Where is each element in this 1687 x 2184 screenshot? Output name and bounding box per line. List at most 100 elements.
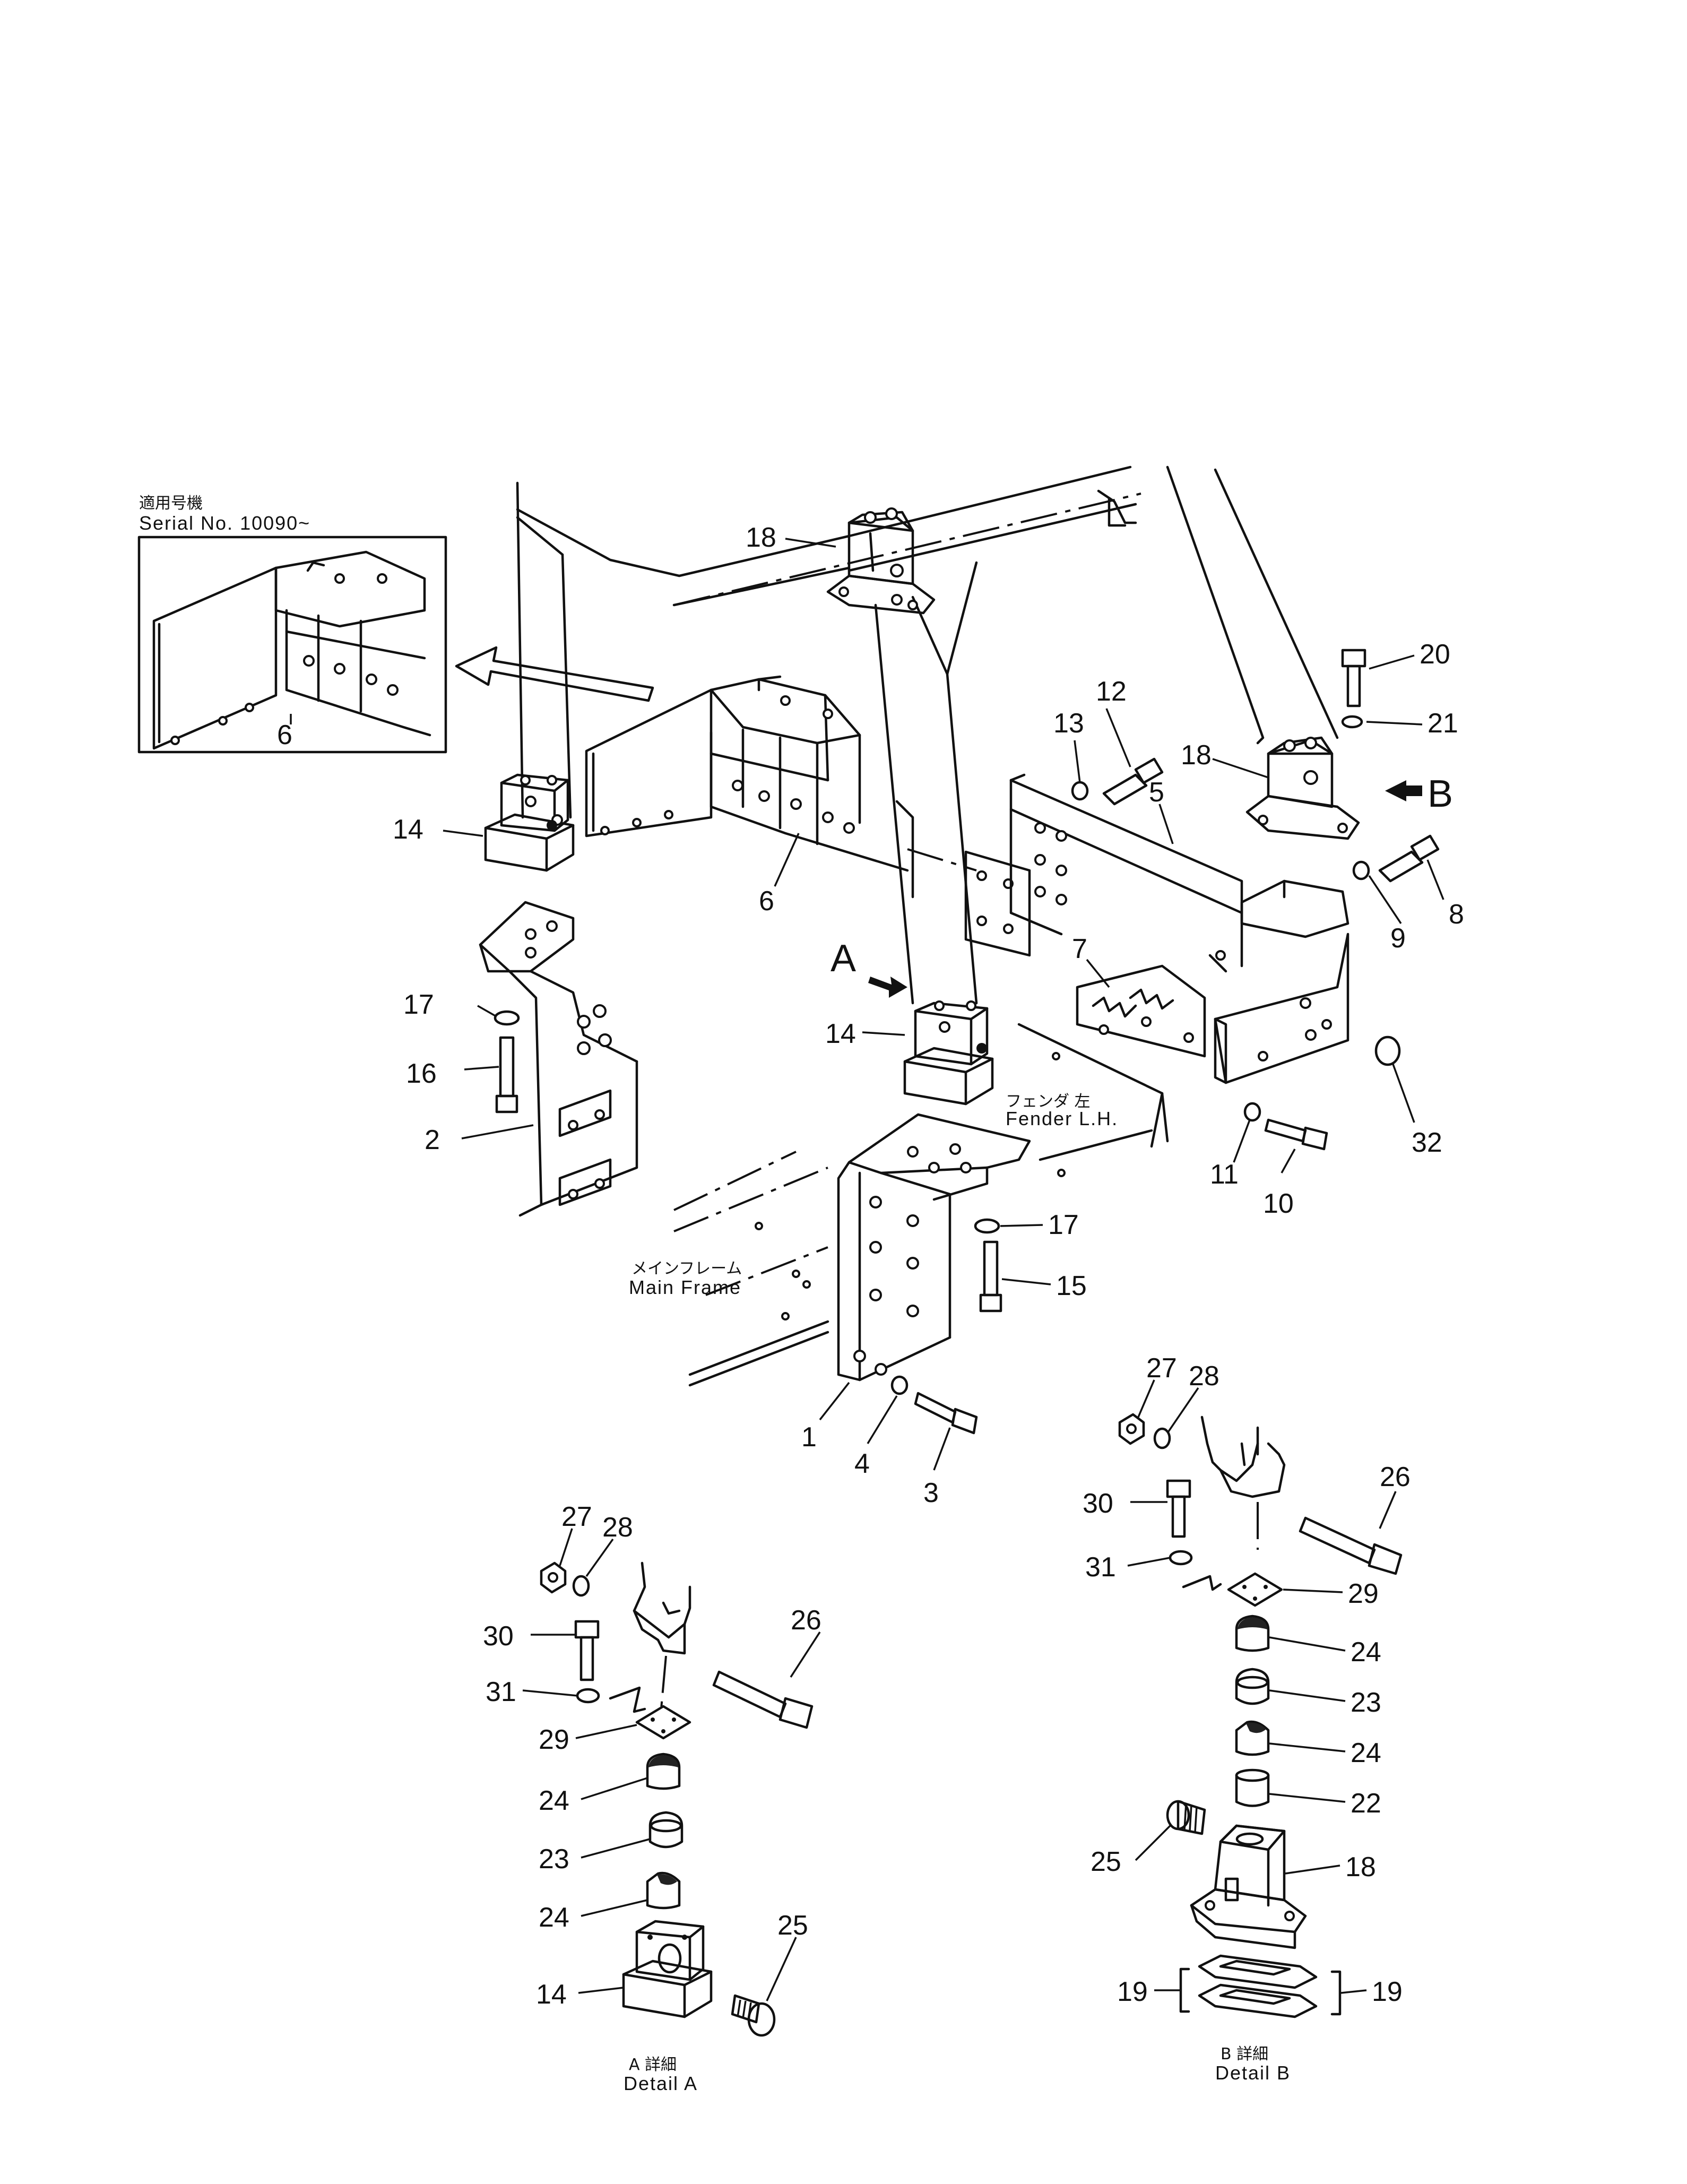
callout: 31	[1085, 1552, 1116, 1583]
callout: 10	[1263, 1188, 1294, 1219]
callout: 18	[1345, 1852, 1376, 1883]
main-frame-rails	[673, 1151, 829, 1387]
centre-mount-14	[903, 1000, 994, 1106]
callout: 16	[406, 1058, 437, 1089]
cushion-23-b	[1235, 1668, 1270, 1705]
callout: 7	[1072, 934, 1087, 964]
callout: 30	[1083, 1488, 1113, 1519]
callout: 28	[602, 1512, 633, 1543]
callout: 26	[791, 1605, 821, 1636]
callout: 14	[536, 1979, 567, 2010]
callouts-main: 18 20 21 12 13 18 5 8 9 14 6 7 17 16 2 1…	[393, 522, 1464, 1508]
main-frame-en-label: Main Frame	[629, 1276, 741, 1298]
main-assembly: A B フェンダ 左 Fender L.H. メインフレーム Main Fram…	[393, 465, 1464, 1508]
detail-a: A 詳細 Detail A 27 28 26 30 31 29 24 23 24…	[483, 1501, 821, 2094]
serial-inset: 適用号機 Serial No. 10090~ 6	[137, 494, 654, 754]
fender-jp-label: フェンダ 左	[1006, 1092, 1091, 1111]
bracket-1	[837, 1113, 1031, 1382]
callout: 22	[1351, 1788, 1381, 1819]
beam-5	[1009, 773, 1243, 968]
leaders-detail-b	[1127, 1379, 1397, 1994]
callout: 1	[801, 1422, 817, 1453]
callout: 31	[486, 1677, 516, 1707]
callout: 29	[1348, 1578, 1379, 1609]
callout: 8	[1449, 899, 1464, 930]
callout: 18	[1181, 740, 1212, 771]
callout: 12	[1096, 676, 1127, 707]
inset-callout-6: 6	[277, 720, 292, 750]
callout: 2	[425, 1125, 440, 1155]
right-mount-box	[1208, 879, 1349, 1084]
detail-a-jp-title: A 詳細	[629, 2056, 677, 2074]
fender-bracket-6	[585, 675, 977, 899]
callout: 15	[1056, 1271, 1087, 1301]
cushion-24-a-upper	[646, 1753, 681, 1790]
inset-frame	[137, 536, 447, 754]
leaders-main	[443, 538, 1444, 1471]
view-marker-a: A	[830, 937, 856, 980]
callout: 24	[539, 1785, 569, 1816]
callout: 23	[539, 1844, 569, 1875]
callout: 4	[854, 1448, 870, 1479]
serial-jp-label: 適用号機	[139, 494, 203, 513]
callout: 5	[1149, 777, 1164, 808]
callout: 3	[923, 1478, 939, 1508]
callout: 9	[1390, 923, 1406, 954]
cushion-22-b	[1235, 1768, 1270, 1807]
view-marker-b: B	[1428, 773, 1453, 815]
callout: 24	[1351, 1738, 1381, 1768]
callout: 30	[483, 1621, 514, 1652]
callout: 25	[777, 1910, 808, 1941]
callout: 23	[1351, 1687, 1381, 1718]
callout: 19	[1117, 1976, 1148, 2007]
detail-b-title: Detail B	[1215, 2062, 1291, 2084]
callout: 24	[1351, 1637, 1381, 1668]
cushion-24-b-lower	[1235, 1720, 1270, 1756]
fitting-25-a	[731, 1994, 776, 2037]
callout: 28	[1189, 1361, 1219, 1392]
callout: 14	[393, 814, 423, 845]
callout: 27	[1146, 1353, 1177, 1384]
callout: 27	[561, 1501, 592, 1532]
fender-plate-7	[1017, 964, 1206, 1177]
callout: 18	[746, 522, 776, 553]
callout: 13	[1053, 708, 1084, 739]
left-mount-14	[484, 773, 575, 872]
shims-19	[1179, 1954, 1342, 2018]
callout: 32	[1412, 1127, 1442, 1158]
bracket-2	[479, 901, 638, 1217]
fasteners-main	[494, 649, 1440, 1435]
callout: 11	[1210, 1159, 1239, 1190]
plate-behind	[964, 850, 1031, 957]
leaders-detail-a	[522, 1528, 821, 2001]
cushion-24-a-lower	[646, 1871, 681, 1910]
callout: 21	[1428, 708, 1458, 739]
fender-en-label: Fender L.H.	[1006, 1108, 1118, 1129]
callout: 29	[539, 1724, 569, 1755]
view-arrow-a-icon	[868, 977, 907, 998]
main-frame-jp-label: メインフレーム	[631, 1259, 742, 1278]
callout: 6	[759, 886, 774, 917]
callout: 17	[1048, 1210, 1079, 1240]
upper-mount-18	[826, 507, 936, 615]
serial-number-label: Serial No. 10090~	[139, 512, 310, 534]
callout: 25	[1091, 1846, 1121, 1877]
inset-arrow-icon	[455, 646, 654, 702]
callout: 17	[403, 989, 434, 1020]
view-arrow-b-icon	[1385, 780, 1422, 801]
detail-b: B 詳細 Detail B 27 28 26 30 31 29 24	[1083, 1353, 1411, 2084]
right-mount-18	[1245, 736, 1360, 840]
mount-18-b	[1190, 1824, 1307, 1949]
cushion-23-a	[648, 1811, 684, 1849]
callout: 20	[1420, 639, 1450, 670]
callouts-detail-b: 27 28 26 30 31 29 24 23 24 22 25 18 19 1…	[1083, 1353, 1411, 2007]
callout: 14	[825, 1018, 856, 1049]
callout: 19	[1372, 1976, 1403, 2007]
callout: 26	[1380, 1462, 1411, 1492]
callouts-detail-a: 27 28 26 30 31 29 24 23 24 25 14	[483, 1501, 821, 2010]
inset-bracket-drawing	[152, 550, 431, 750]
detail-b-jp-title: B 詳細	[1221, 2045, 1268, 2064]
mount-14-a	[622, 1920, 713, 2018]
detail-a-title: Detail A	[624, 2073, 698, 2094]
